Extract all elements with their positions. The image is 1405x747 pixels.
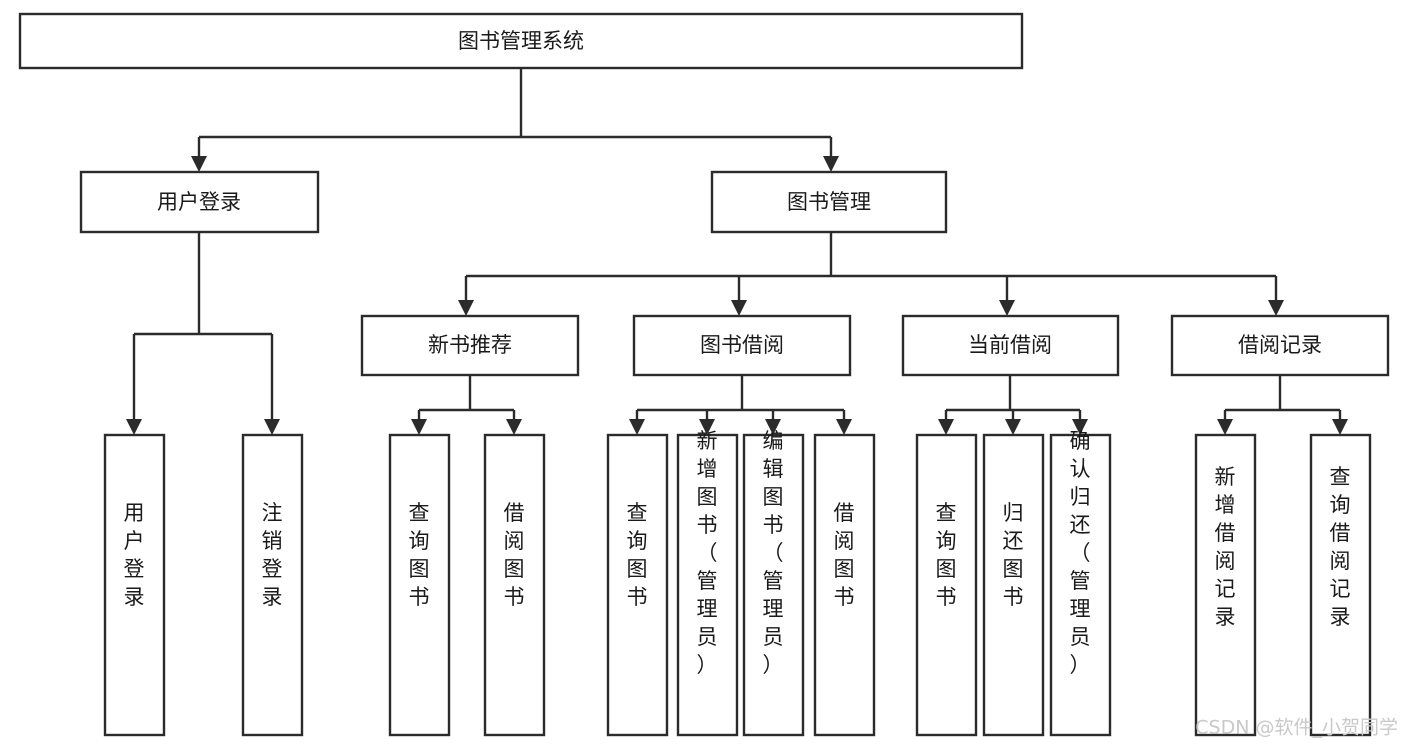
arrow-head-leaf-user-login (126, 419, 142, 435)
node-book-borrow-label: 图书借阅 (700, 333, 784, 357)
node-root-system[interactable]: 图书管理系统 (18, 12, 1024, 70)
node-book-borrow[interactable]: 图书借阅 (632, 314, 852, 377)
node-user-login[interactable]: 用户登录 (79, 170, 320, 234)
connector-group-current-borrow-to-leaves (938, 375, 1088, 435)
node-borrow-record[interactable]: 借阅记录 (1170, 314, 1390, 377)
arrow-head-leaf-return-book (1005, 419, 1021, 435)
leaf-node-borrow-book-label: 借阅图书 (834, 501, 855, 609)
node-new-book-recommend[interactable]: 新书推荐 (360, 314, 580, 377)
node-book-borrow-box[interactable] (632, 314, 852, 377)
leaf-node-edit-book-box[interactable] (742, 433, 805, 737)
arrow-head-leaf-query-book-b (629, 419, 645, 435)
arrow-head-book-manage (823, 156, 839, 172)
node-current-borrow-label: 当前借阅 (968, 333, 1052, 357)
node-book-manage-box[interactable] (710, 170, 948, 234)
leaf-node-add-book[interactable]: 新增图书（管理员） (676, 429, 739, 737)
arrow-head-leaf-query-book-a (411, 419, 427, 435)
node-book-manage-label: 图书管理 (787, 190, 871, 214)
leaf-node-confirm-return[interactable]: 确认归还（管理员） (1049, 429, 1112, 737)
leaf-node-borrow-book[interactable]: 借阅图书 (813, 433, 876, 737)
arrow-head-leaf-logout (264, 419, 280, 435)
node-root-system-box[interactable] (18, 12, 1024, 70)
leaf-node-query-book-current-label: 查询图书 (936, 501, 957, 609)
arrow-head-leaf-add-book (699, 419, 715, 435)
leaf-node-add-borrow-record-box[interactable] (1194, 433, 1257, 737)
arrow-head-user-login (191, 156, 207, 172)
connector-group-root-to-level2 (191, 68, 839, 172)
leaf-node-user-login-box[interactable] (103, 433, 166, 737)
leaf-node-query-book-recommend-label: 查询图书 (409, 501, 430, 609)
node-current-borrow[interactable]: 当前借阅 (901, 314, 1120, 377)
connector-group-book-manage-to-level3 (458, 232, 1284, 316)
leaf-node-add-borrow-record[interactable]: 新增借阅记录 (1194, 433, 1257, 737)
node-book-manage[interactable]: 图书管理 (710, 170, 948, 234)
leaf-node-user-login[interactable]: 用户登录 (103, 433, 166, 737)
node-current-borrow-box[interactable] (901, 314, 1120, 377)
leaf-node-add-book-label: 新增图书（管理员） (697, 429, 718, 677)
node-borrow-record-label: 借阅记录 (1238, 333, 1322, 357)
leaf-node-return-book-label: 归还图书 (1003, 501, 1024, 609)
leaf-node-query-book-recommend[interactable]: 查询图书 (388, 433, 451, 737)
leaf-node-query-book-borrow[interactable]: 查询图书 (606, 433, 669, 737)
node-user-login-label: 用户登录 (157, 190, 241, 214)
node-root-system-label: 图书管理系统 (458, 29, 584, 53)
arrow-head-leaf-query-book-c (938, 419, 954, 435)
leaf-node-borrow-book-recommend[interactable]: 借阅图书 (483, 433, 546, 737)
arrow-head-new-book (458, 300, 474, 316)
arrow-head-leaf-confirm-return (1072, 419, 1088, 435)
leaf-node-query-borrow-record[interactable]: 查询借阅记录 (1309, 433, 1372, 737)
leaf-node-borrow-book-box[interactable] (813, 433, 876, 737)
leaf-node-logout-box[interactable] (241, 433, 304, 737)
arrow-head-borrow-record (1268, 300, 1284, 316)
leaf-node-return-book[interactable]: 归还图书 (982, 433, 1045, 737)
leaf-node-query-book-borrow-label: 查询图书 (627, 501, 648, 609)
connector-group-borrow-record-to-leaves (1217, 375, 1348, 435)
leaf-node-user-login-label: 用户登录 (124, 501, 145, 609)
connector-group-user-login-to-leaves (126, 232, 280, 435)
node-user-login-box[interactable] (79, 170, 320, 234)
connector-group-new-book-to-leaves (411, 375, 522, 435)
leaf-node-add-borrow-record-label: 新增借阅记录 (1215, 465, 1236, 629)
arrow-head-leaf-add-record (1217, 419, 1233, 435)
leaf-node-borrow-book-recommend-box[interactable] (483, 433, 546, 737)
leaf-node-add-book-box[interactable] (676, 433, 739, 737)
arrow-head-book-borrow (731, 300, 747, 316)
leaf-node-return-book-box[interactable] (982, 433, 1045, 737)
leaf-node-logout-label: 注销登录 (262, 501, 283, 609)
arrow-head-leaf-query-record (1332, 419, 1348, 435)
arrow-head-leaf-borrow-book-b (836, 419, 852, 435)
leaf-node-query-borrow-record-box[interactable] (1309, 433, 1372, 737)
leaf-node-query-book-current-box[interactable] (915, 433, 978, 737)
leaf-node-borrow-book-recommend-label: 借阅图书 (504, 501, 525, 609)
leaf-node-query-borrow-record-label: 查询借阅记录 (1330, 465, 1351, 629)
arrow-head-current-borrow (999, 300, 1015, 316)
arrow-head-leaf-edit-book (765, 419, 781, 435)
node-borrow-record-box[interactable] (1170, 314, 1390, 377)
leaf-node-confirm-return-box[interactable] (1049, 433, 1112, 737)
node-new-book-recommend-label: 新书推荐 (428, 333, 512, 357)
csdn-watermark: CSDN @软件_小贺同学 (1195, 717, 1398, 739)
connector-group-book-borrow-to-leaves (629, 375, 852, 435)
node-new-book-recommend-box[interactable] (360, 314, 580, 377)
leaf-node-query-book-borrow-box[interactable] (606, 433, 669, 737)
leaf-node-edit-book[interactable]: 编辑图书（管理员） (742, 429, 805, 737)
leaf-node-edit-book-label: 编辑图书（管理员） (763, 429, 784, 677)
leaf-node-query-book-current[interactable]: 查询图书 (915, 433, 978, 737)
arrow-head-leaf-borrow-book-a (506, 419, 522, 435)
leaf-node-confirm-return-label: 确认归还（管理员） (1070, 429, 1091, 677)
leaf-node-query-book-recommend-box[interactable] (388, 433, 451, 737)
leaf-node-logout[interactable]: 注销登录 (241, 433, 304, 737)
